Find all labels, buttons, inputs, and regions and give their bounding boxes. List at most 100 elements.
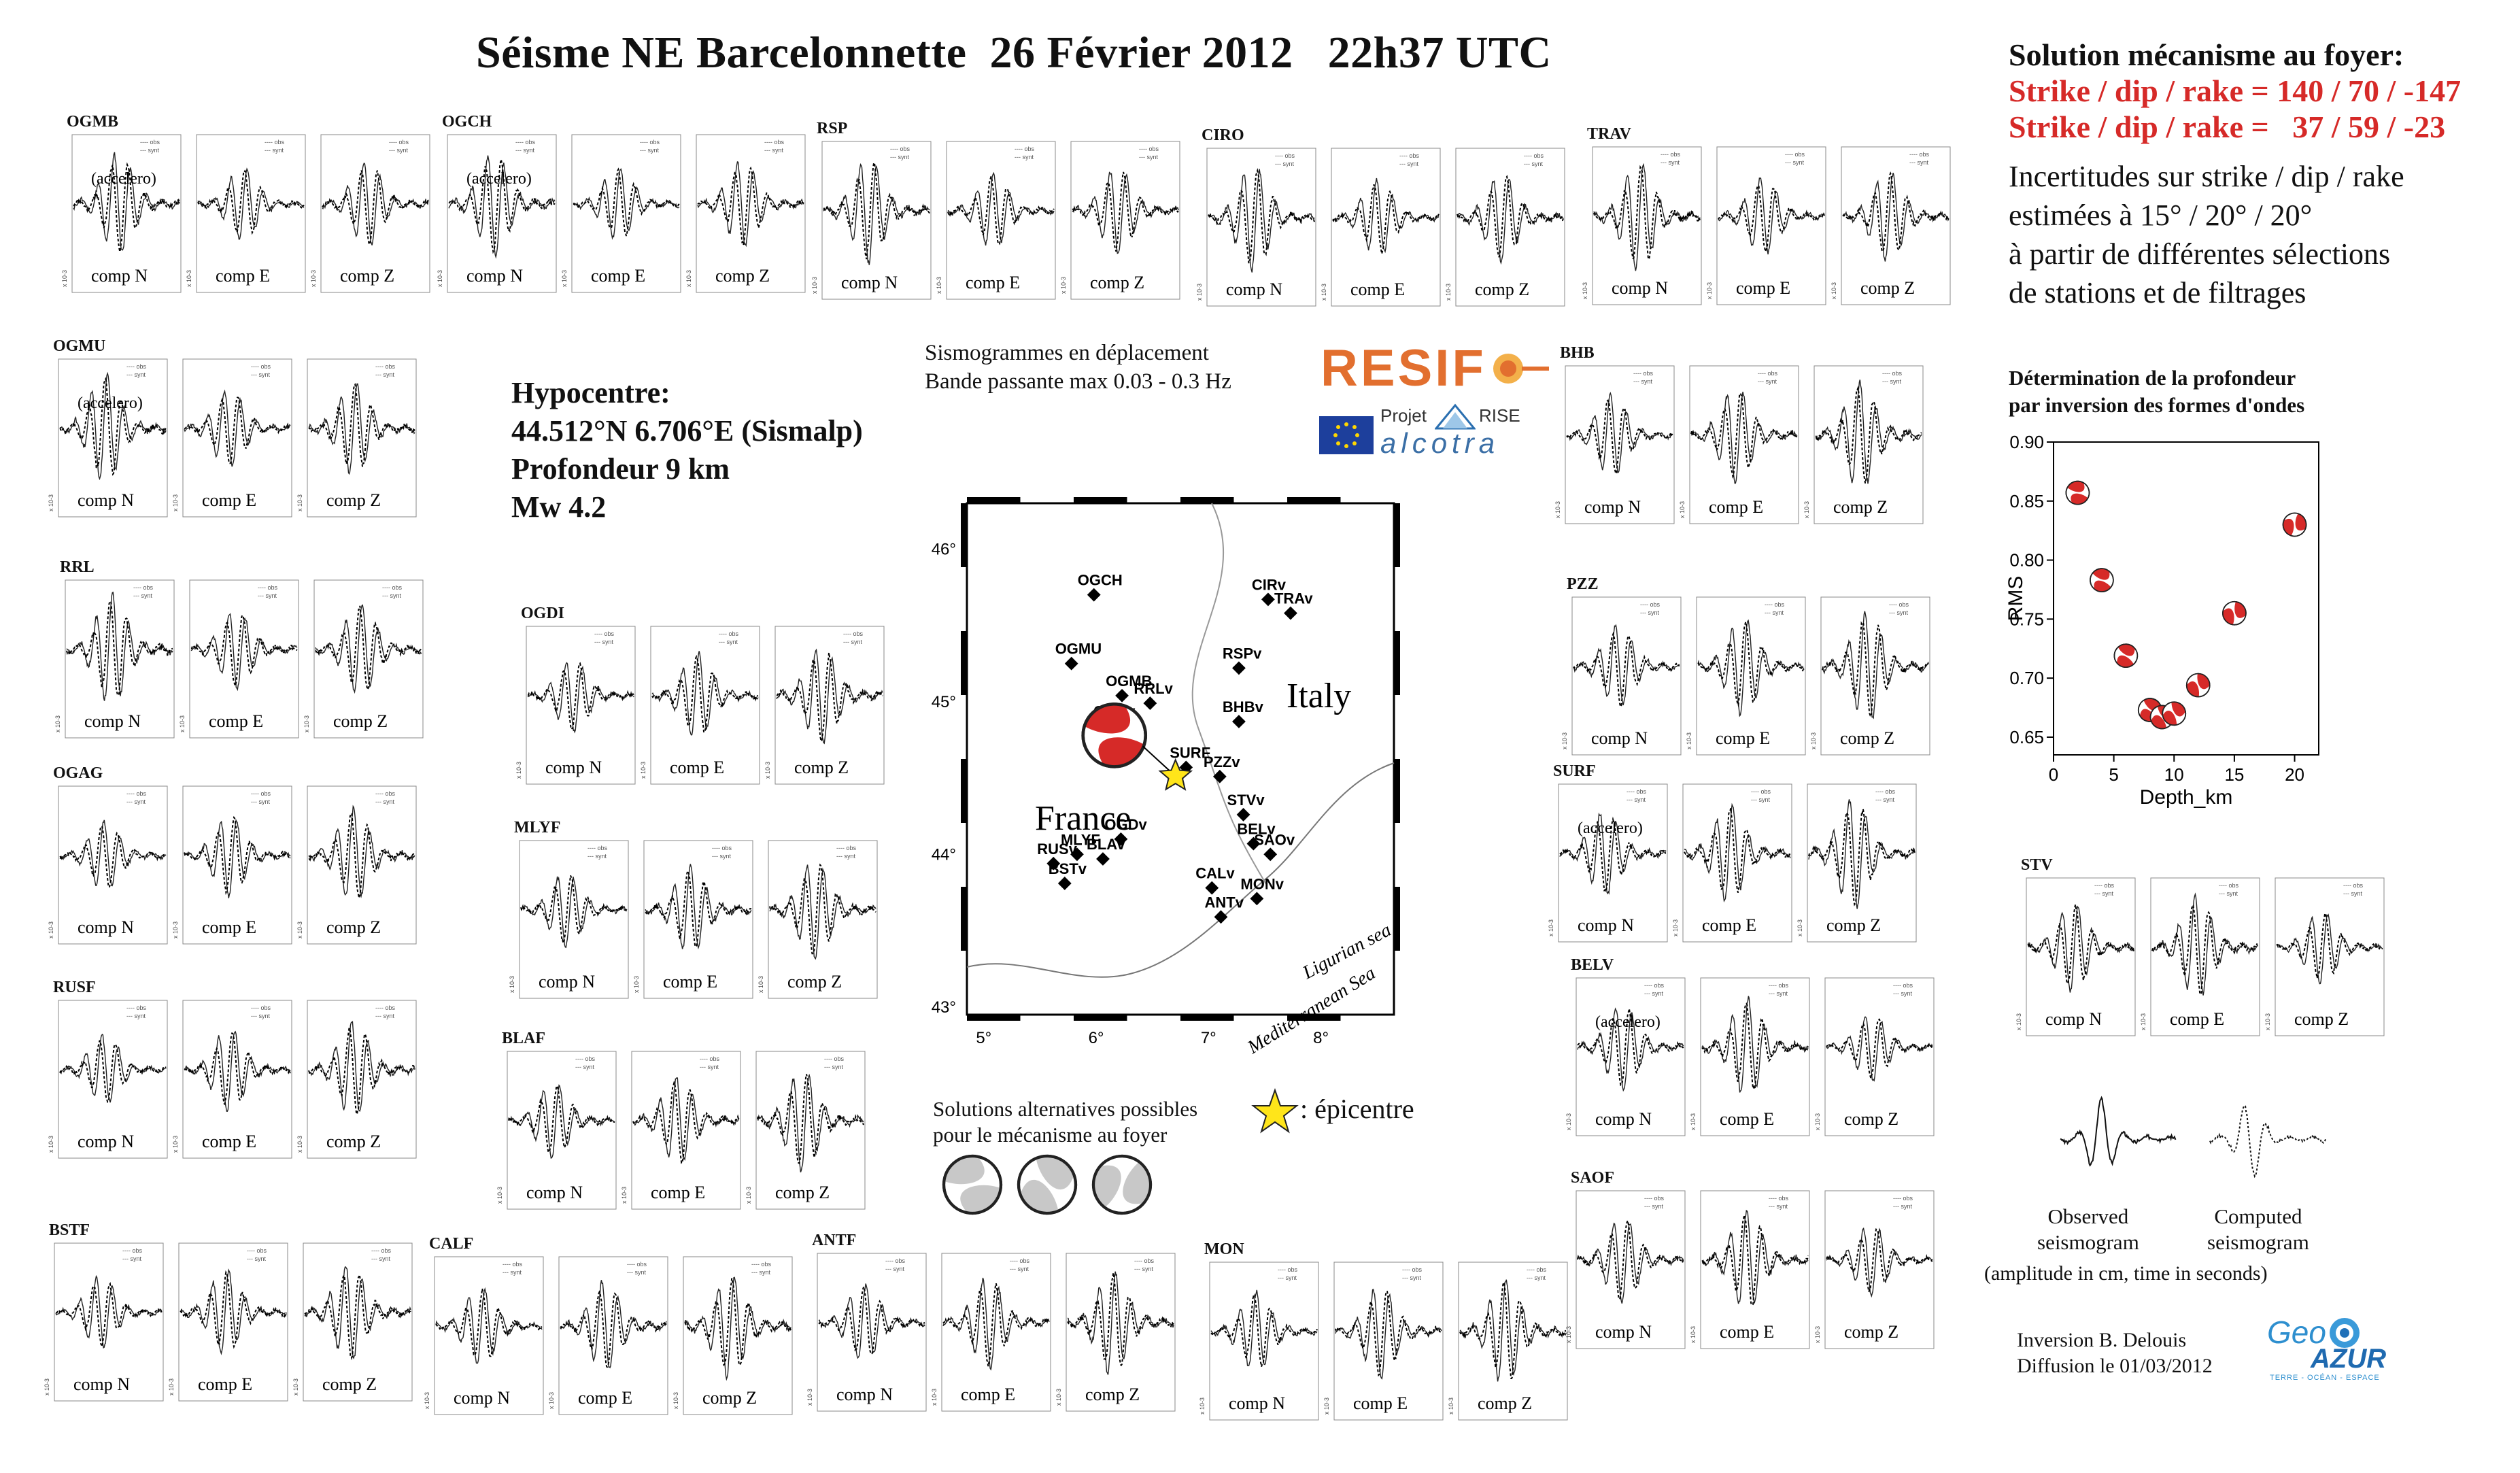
component-label: comp N [539, 972, 595, 992]
computed-trace [645, 870, 752, 948]
uncertainty-line: estimées à 15° / 20° / 20° [2009, 199, 2313, 232]
component-label: comp N [78, 490, 134, 510]
computed-trace [776, 652, 883, 743]
component-label: comp Z [715, 266, 770, 286]
computed-trace [1577, 1219, 1684, 1300]
map-border-segment [961, 887, 967, 951]
depth-point-beachball [2282, 512, 2307, 537]
station-name: BELV [1571, 956, 1614, 974]
computed-trace [304, 1274, 411, 1361]
computed-label: Computed [2214, 1204, 2302, 1228]
computed-trace [1701, 1002, 1809, 1091]
station-name: PZZ [1567, 575, 1599, 593]
observed-trace [1842, 173, 1949, 262]
amplitude-scale: x 10-3 [292, 1378, 299, 1395]
computed-trace [184, 396, 291, 464]
computed-trace [573, 167, 680, 237]
computed-trace [184, 1032, 291, 1106]
legend-synt: --- synt [503, 1269, 522, 1276]
depth-point-beachball [2162, 701, 2187, 726]
plot-frame [1558, 783, 1668, 943]
legend-synt: --- synt [1769, 990, 1788, 997]
amplitude-scale: x 10-3 [310, 270, 317, 287]
observed-trace [1457, 179, 1564, 265]
station-marker [1232, 661, 1246, 675]
component-label: comp Z [1826, 915, 1881, 935]
station-label: RRLv [1134, 680, 1173, 697]
map-border-segment [1287, 1015, 1341, 1021]
legend-obs: ---- obs [843, 630, 863, 637]
plot-frame [774, 626, 885, 785]
observed-trace [184, 1030, 291, 1112]
uncertainty-line: de stations et de filtrages [2009, 276, 2306, 309]
observed-trace [1459, 1279, 1567, 1382]
plot-frame [434, 1256, 544, 1415]
x-tick-label: 0 [2049, 764, 2058, 785]
amplitude-scale: x 10-3 [1797, 919, 1803, 936]
legend-synt: --- synt [1785, 159, 1804, 166]
amplitude-scale: x 10-3 [1803, 501, 1810, 518]
plot-frame [768, 840, 878, 999]
observed-trace [573, 168, 680, 240]
plot-frame [2275, 877, 2385, 1036]
legend-synt: --- synt [1278, 1274, 1297, 1281]
legend-obs: ---- obs [1758, 370, 1777, 377]
accelero-label: (accelero) [1595, 1013, 1661, 1031]
computed-trace [1566, 399, 1673, 475]
legend-synt: --- synt [371, 1255, 390, 1262]
component-label: comp E [578, 1388, 632, 1408]
observed-trace [1593, 163, 1701, 271]
solution-line-2: Strike / dip / rake = 37 / 59 / -23 [2009, 109, 2446, 144]
component-label: comp Z [326, 917, 381, 937]
legend-obs: ---- obs [247, 1247, 267, 1254]
waveform-legend [2060, 1096, 2326, 1179]
computed-trace [1067, 1272, 1174, 1366]
x-tick-label: 15 [2224, 764, 2244, 785]
station-marker [1114, 832, 1128, 846]
component-label: comp N [91, 266, 148, 286]
observed-trace [508, 1084, 615, 1159]
legend-obs: ---- obs [1139, 146, 1159, 152]
station-name: BSTF [49, 1221, 90, 1239]
legend-obs: ---- obs [1015, 146, 1034, 152]
legend-synt: --- synt [712, 853, 731, 860]
computed-trace [1072, 171, 1179, 252]
legend-synt: --- synt [2219, 890, 2238, 897]
observed-trace [776, 648, 883, 745]
legend-synt: --- synt [126, 798, 146, 805]
azur-subtitle: TERRE - OCÉAN - ESPACE [2270, 1374, 2380, 1382]
plot-frame [313, 579, 424, 739]
component-label: comp E [663, 972, 717, 992]
amplitude-scale: x 10-3 [806, 1389, 813, 1406]
legend-obs: ---- obs [126, 790, 146, 797]
observed-trace [308, 805, 415, 898]
legend-synt: --- synt [1769, 1203, 1788, 1210]
map-border-segment [967, 1015, 1021, 1021]
amplitude-scale: x 10-3 [548, 1392, 555, 1409]
plot-frame [2150, 877, 2260, 1036]
legend-obs: ---- obs [1633, 370, 1653, 377]
station-name: RUSF [53, 979, 96, 996]
component-label: comp E [1720, 1322, 1774, 1342]
component-label: comp Z [2294, 1009, 2349, 1029]
component-label: comp E [670, 758, 724, 777]
accelero-label: (accelero) [466, 170, 532, 188]
map-border-segment [961, 759, 967, 823]
amplitude-scale: x 10-3 [936, 277, 942, 294]
accelero-label: (accelero) [91, 170, 156, 188]
credit-line: Inversion B. Delouis [2017, 1329, 2187, 1351]
computed-trace [1822, 621, 1929, 717]
